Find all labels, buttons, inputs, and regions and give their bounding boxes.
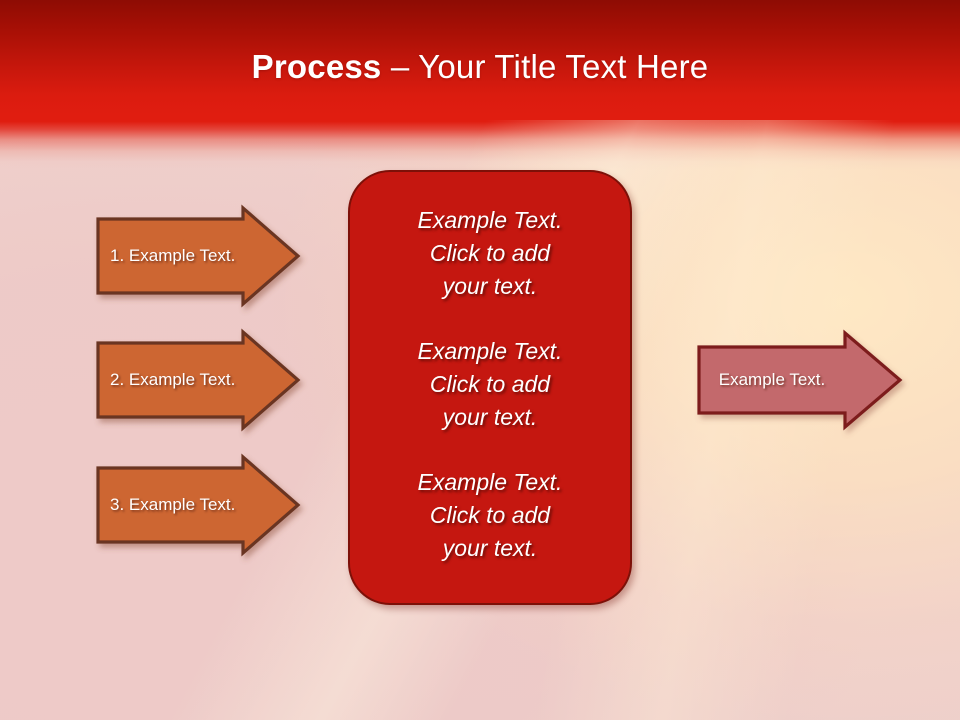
panel-text-block-2: Example Text. Click to add your text. bbox=[417, 338, 563, 430]
result-arrow-shape bbox=[697, 329, 903, 431]
title-bold-part: Process bbox=[251, 48, 382, 85]
step-arrow-3[interactable] bbox=[96, 453, 301, 557]
step-arrow-1[interactable] bbox=[96, 204, 301, 308]
panel-text-block-3: Example Text. Click to add your text. bbox=[417, 469, 563, 561]
title-rest-part: – Your Title Text Here bbox=[381, 48, 709, 85]
step-arrow-2-shape bbox=[96, 328, 301, 432]
slide-title: Process – Your Title Text Here bbox=[0, 48, 960, 86]
panel-text-block-1: Example Text. Click to add your text. bbox=[417, 207, 563, 299]
process-detail-panel[interactable]: Example Text. Click to add your text. Ex… bbox=[348, 170, 632, 605]
result-arrow[interactable] bbox=[697, 329, 903, 431]
step-arrow-1-shape bbox=[96, 204, 301, 308]
header-band bbox=[0, 0, 960, 170]
step-arrow-3-shape bbox=[96, 453, 301, 557]
step-arrow-2[interactable] bbox=[96, 328, 301, 432]
